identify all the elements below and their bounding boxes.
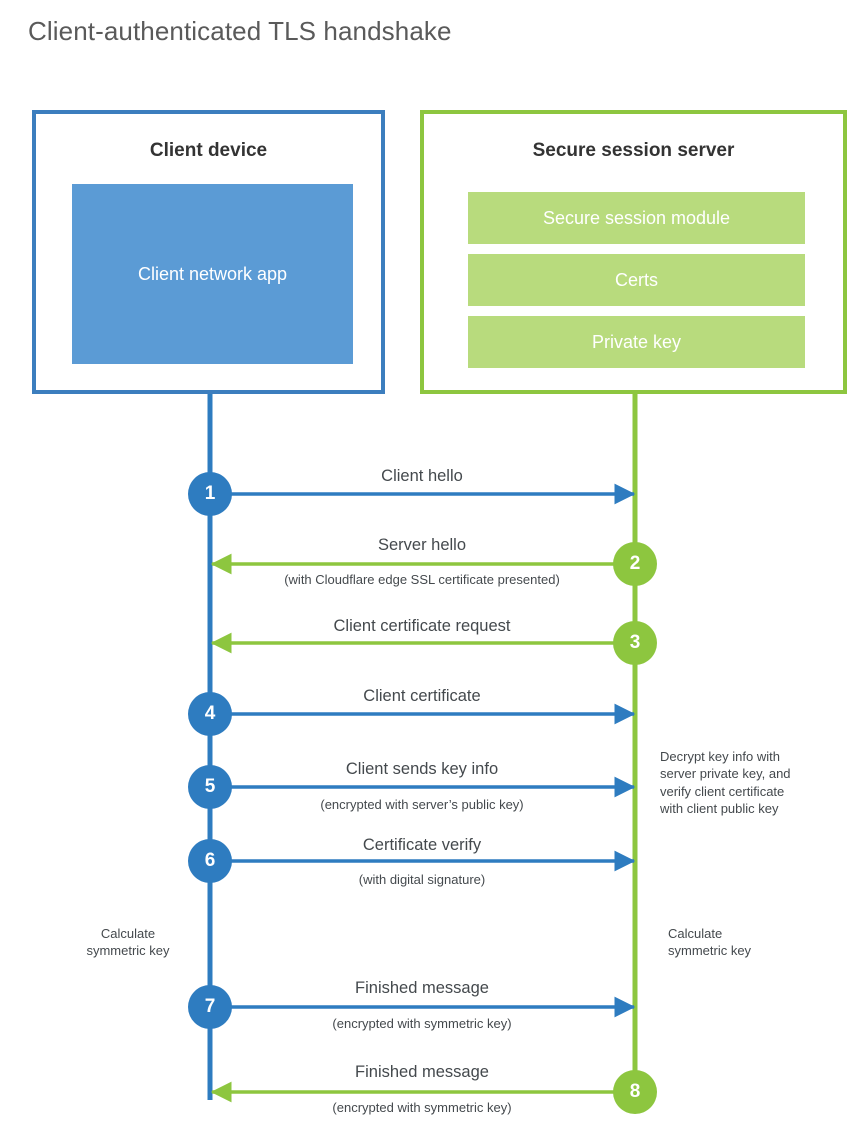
step-badge-4[interactable]: 4: [188, 692, 232, 736]
step-4-label: Client certificate: [363, 687, 481, 705]
client-device-title: Client device: [149, 140, 268, 161]
server-decrypt-note-line-1: Decrypt key info with: [660, 749, 780, 764]
step-badge-1[interactable]: 1: [188, 472, 232, 516]
step-5-label: Client sends key info: [345, 760, 499, 778]
client-network-app-box: Client network app: [72, 184, 353, 364]
step-5-sublabel: (encrypted with server’s public key): [320, 797, 524, 812]
step-6-label: Certificate verify: [362, 836, 482, 854]
server-decrypt-note: Decrypt key info with server private key…: [660, 748, 850, 817]
step-8-sublabel: (encrypted with symmetric key): [332, 1100, 512, 1115]
page-title: Client-authenticated TLS handshake: [28, 16, 452, 46]
step-7-sublabel: (encrypted with symmetric key): [332, 1016, 512, 1031]
step-badge-6[interactable]: 6: [188, 839, 232, 883]
step-2-sublabel: (with Cloudflare edge SSL certificate pr…: [284, 572, 560, 587]
step-1-label: Client hello: [381, 467, 463, 485]
server-decrypt-note-line-3: verify client certificate: [660, 783, 785, 799]
secure-session-server-box: Secure session server Secure session mod…: [420, 110, 847, 394]
client-calculate-symmetric-key-note: Calculate symmetric key: [48, 925, 208, 960]
step-8-label: Finished message: [355, 1063, 489, 1081]
client-calculate-note-line-2: symmetric key: [86, 943, 170, 959]
server-calculate-note-line-1: Calculate: [668, 926, 723, 941]
server-decrypt-note-line-4: with client public key: [660, 800, 779, 816]
server-decrypt-note-line-2: server private key, and: [660, 766, 791, 782]
secure-session-module-box: Secure session module: [468, 192, 805, 244]
private-key-box: Private key: [468, 316, 805, 368]
step-7-label: Finished message: [355, 979, 489, 997]
secure-session-server-title: Secure session server: [532, 140, 735, 161]
step-badge-3[interactable]: 3: [613, 621, 657, 665]
client-device-box: Client device Client network app: [32, 110, 385, 394]
server-calculate-symmetric-key-note: Calculate symmetric key: [668, 925, 838, 960]
step-2-label: Server hello: [377, 536, 467, 554]
step-badge-7[interactable]: 7: [188, 985, 232, 1029]
step-badge-8[interactable]: 8: [613, 1070, 657, 1114]
step-badge-5[interactable]: 5: [188, 765, 232, 809]
server-calculate-note-line-2: symmetric key: [668, 943, 752, 959]
certs-box: Certs: [468, 254, 805, 306]
client-calculate-note-line-1: Calculate: [100, 926, 156, 941]
step-3-label: Client certificate request: [333, 617, 511, 635]
step-6-sublabel: (with digital signature): [358, 872, 486, 887]
step-badge-2[interactable]: 2: [613, 542, 657, 586]
